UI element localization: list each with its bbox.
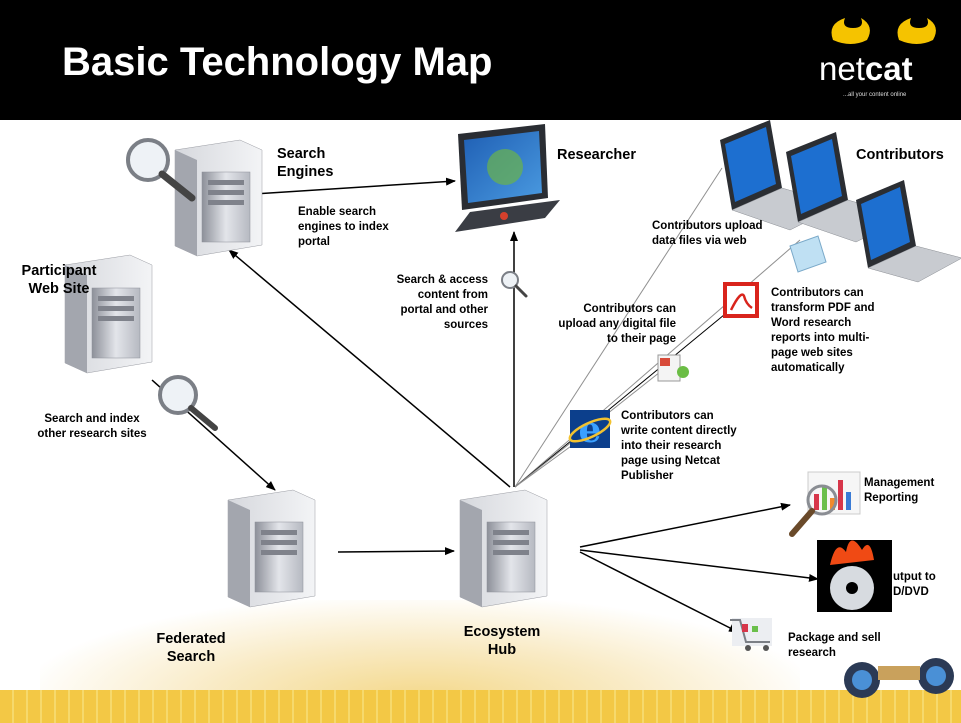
participant-web-site-label: Participant Web Site [21, 263, 97, 297]
federated-server-icon [227, 489, 316, 608]
ecosystem-hub-label: Ecosystem Hub [463, 624, 541, 658]
slide-header: Basic Technology Map netcat ...all your … [0, 0, 961, 120]
magnifier-icon [158, 375, 218, 431]
cat-eyes-icon [831, 18, 936, 44]
write-content-annotation: Contributors can write content directly … [621, 410, 737, 482]
researcher-label: Researcher [557, 147, 636, 163]
internet-explorer-icon: e [568, 409, 612, 451]
output-cd-dvd-label: utput to D/DVD [893, 571, 936, 598]
contributors-label: Contributors [856, 147, 944, 163]
cd-dvd-icon [817, 540, 892, 612]
transform-pdf-annotation: Contributors can transform PDF and Word … [771, 287, 875, 374]
laptop-icon [720, 120, 841, 231]
arrow-hub-searchengines [228, 249, 511, 488]
arrow-hub-management [579, 502, 791, 548]
netcat-logo: netcat ...all your content online [815, 8, 955, 108]
search-index-annotation: Search and index other research sites [37, 413, 147, 440]
shopping-cart-icon [730, 618, 772, 651]
arrow-hub-package [579, 551, 739, 633]
laptop-icon [786, 132, 907, 243]
search-engines-label: Search Engines [277, 146, 334, 180]
upload-any-annotation: Contributors can upload any digital file… [558, 303, 676, 345]
line-hub-laptop1 [514, 167, 723, 488]
document-icon [789, 235, 827, 273]
upload-file-icon [657, 354, 689, 382]
search-access-annotation: Search & access content from portal and … [396, 274, 488, 331]
arrow-searchengines-researcher [237, 177, 456, 196]
binoculars-icon [844, 658, 954, 698]
slide-title: Basic Technology Map [62, 40, 493, 84]
svg-text:e: e [579, 409, 602, 451]
management-report-icon [789, 471, 861, 537]
line-hub-pdf [514, 309, 731, 488]
arrow-hub-output [579, 549, 819, 582]
logo-wordmark: netcat [819, 50, 913, 87]
pdf-icon [723, 282, 759, 318]
search-engines-server-icon [174, 139, 263, 257]
ecosystem-hub-server-icon [459, 489, 548, 608]
laptop-icon [856, 180, 961, 283]
federated-search-label: Federated Search [156, 631, 226, 665]
background-glow [40, 600, 800, 700]
package-sell-label: Package and sell research [788, 632, 881, 659]
magnifier-icon [126, 138, 196, 202]
upload-data-annotation: Contributors upload data files via web [652, 220, 763, 247]
participant-server-icon [64, 254, 153, 374]
enable-search-annotation: Enable search engines to index portal [298, 206, 389, 248]
researcher-monitor-icon [455, 124, 560, 232]
magnifier-icon [501, 271, 528, 298]
arrow-federated-hub [337, 547, 455, 556]
bottom-band [0, 690, 961, 723]
logo-tagline: ...all your content online [843, 92, 907, 98]
management-reporting-label: Management Reporting [864, 477, 935, 504]
